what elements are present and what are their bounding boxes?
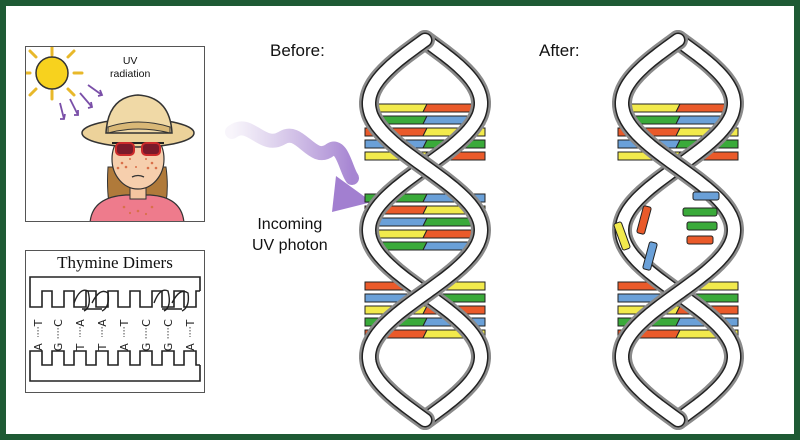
- top-strand-backbone: [29, 276, 201, 308]
- sun-icon: [26, 47, 84, 101]
- broken-base-fragment: [636, 205, 652, 235]
- broken-base-fragment: [686, 221, 718, 231]
- dimer-top-base: C: [162, 319, 175, 327]
- uv-label-line2: radiation: [110, 68, 151, 80]
- dimer-bottom-base: G: [52, 343, 65, 352]
- broken-base-fragment: [613, 221, 631, 251]
- broken-base-fragment: [692, 191, 720, 201]
- dna-before-strand-a: [362, 34, 487, 426]
- dimer-bottom-base: A: [184, 343, 197, 351]
- dimer-top-base: C: [52, 319, 65, 327]
- dimer-top-base: A: [96, 319, 109, 327]
- incoming-uv-photon-label: Incoming UV photon: [252, 214, 328, 256]
- dimer-top-base: T: [118, 319, 131, 327]
- before-label: Before:: [270, 41, 325, 60]
- base-pair-hbonds: [37, 325, 191, 339]
- dimer-bottom-base: G: [140, 343, 153, 352]
- broken-base-fragment: [642, 241, 658, 271]
- dna-before: [358, 30, 492, 430]
- incoming-line2: UV photon: [252, 237, 328, 254]
- dimers-title: Thymine Dimers: [57, 253, 173, 272]
- broken-base-fragment: [686, 235, 714, 245]
- dimer-bottom-base: A: [118, 343, 131, 351]
- incoming-line1: Incoming: [257, 216, 323, 233]
- dna-after-strand-b: [616, 34, 741, 426]
- bottom-strand-backbone: [29, 350, 201, 382]
- dimer-bottom-base: T: [74, 343, 87, 351]
- dimer-top-base: T: [32, 319, 45, 327]
- after-label: After:: [539, 41, 580, 60]
- uv-ray-icon: [59, 84, 104, 120]
- dimer-bond-1: [73, 289, 110, 312]
- uv-label-line1: UV: [122, 55, 138, 67]
- broken-base-fragment: [682, 207, 718, 217]
- dna-before-strand-b: [363, 34, 488, 426]
- dimer-bottom-base: A: [32, 343, 45, 351]
- dimer-bottom-base: T: [96, 343, 109, 351]
- uv-radiation-label: UV radiation: [110, 55, 150, 81]
- person-icon: [81, 94, 195, 221]
- dimer-top-base: T: [184, 319, 197, 327]
- dna-after: [611, 30, 745, 430]
- dimer-bond-2: [153, 289, 190, 312]
- dimer-top-base: A: [74, 319, 87, 327]
- uv-exposure-illustration: [26, 47, 195, 221]
- uv-exposure-panel: UV radiation: [25, 46, 205, 222]
- broken-base-pairs: [613, 191, 720, 271]
- dimer-bottom-base: G: [162, 343, 175, 352]
- dimer-top-base: C: [140, 319, 153, 327]
